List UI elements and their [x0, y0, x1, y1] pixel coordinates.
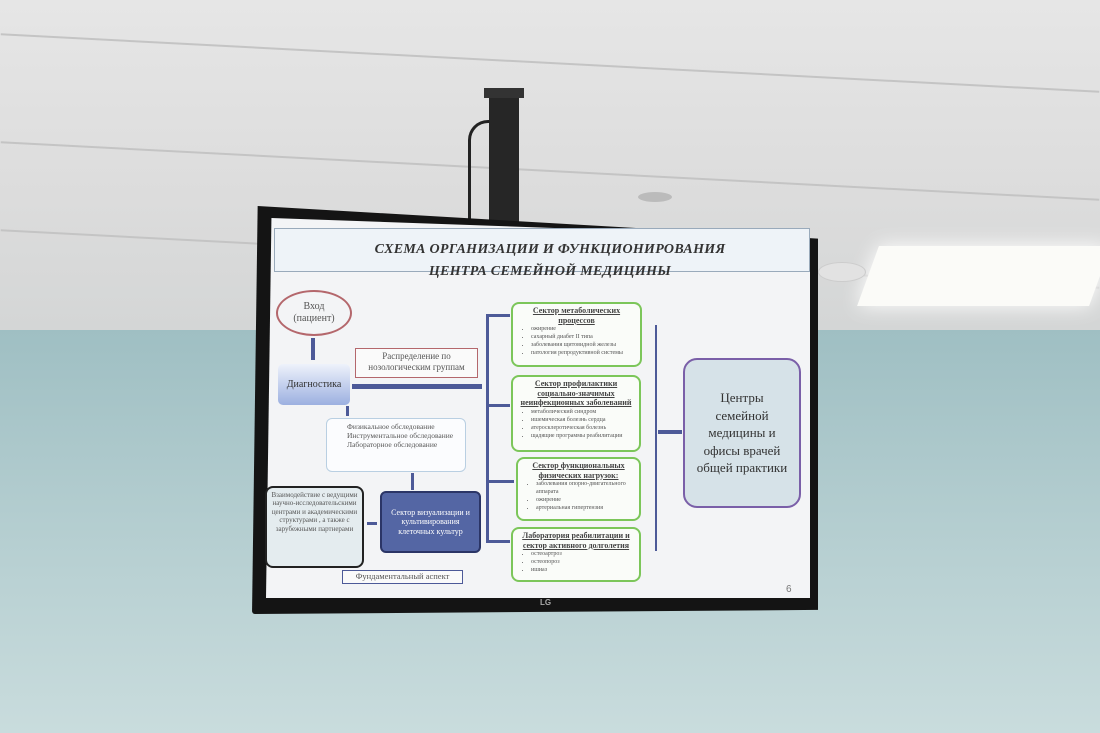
entry-ellipse: Вход (пациент)	[276, 290, 352, 336]
sector-item: ожирение	[531, 325, 634, 333]
arrow	[411, 473, 414, 490]
exam-item: Лабораторное обследование	[347, 440, 438, 449]
tv-mount-cap	[484, 88, 524, 98]
family-medicine-centers-box: Центры семейной медицины и офисы врачей …	[683, 358, 801, 508]
exam-item: Физикальное обследование	[347, 422, 435, 431]
sector-item: метаболический синдром	[531, 408, 633, 416]
sector-title: Лаборатория реабилитации и сектор активн…	[522, 531, 630, 550]
sector-item: сахарный диабет II типа	[531, 333, 634, 341]
sector-title: Сектор метаболических процессов	[532, 306, 621, 325]
arrow	[486, 480, 514, 483]
sector-item: ишемическая болезнь сердца	[531, 416, 633, 424]
fundamental-aspect-box: Фундаментальный аспект	[342, 570, 463, 584]
sector-box: Сектор профилактики социально-значимых н…	[511, 375, 641, 452]
arrow	[486, 314, 510, 317]
arrow	[367, 522, 377, 525]
sector-item: заболевания опорно-двигательного аппарат…	[536, 480, 633, 496]
distribution-box: Распределение по нозологическим группам	[355, 348, 478, 378]
arrow	[352, 384, 482, 389]
cable	[468, 120, 492, 220]
page-number: 6	[786, 584, 792, 595]
arrow	[486, 540, 510, 543]
interaction-box: Взаимодействие с ведущими научно-исследо…	[265, 486, 364, 568]
visualization-sector-box: Сектор визуализации и культивирования кл…	[380, 491, 481, 553]
sector-item: атеросклеротическая болезнь	[531, 424, 633, 432]
tv-brand-logo: LG	[540, 598, 552, 607]
arrow	[346, 406, 349, 416]
sprinkler	[638, 192, 672, 202]
sector-item: заболевания щитовидной железы	[531, 341, 634, 349]
slide-title-line1: СХЕМА ОРГАНИЗАЦИИ И ФУНКЦИОНИРОВАНИЯ	[374, 242, 726, 257]
sector-item: ишиаз	[531, 566, 633, 574]
arrow	[658, 430, 682, 434]
sector-item: артериальная гипертензия	[536, 504, 633, 512]
diagnostics-box: Диагностика	[278, 364, 350, 405]
sector-item: остеопороз	[531, 558, 633, 566]
tv-mount-pole	[489, 88, 519, 223]
sector-box: Лаборатория реабилитации и сектор активн…	[511, 527, 641, 582]
sector-item: щадящие программы реабилитации	[531, 432, 633, 440]
sector-title: Сектор функциональных физических нагрузо…	[532, 461, 625, 480]
connector-line	[486, 314, 489, 542]
arrow	[311, 338, 315, 360]
slide-title-line2: ЦЕНТРА СЕМЕЙНОЙ МЕДИЦИНЫ	[428, 264, 672, 279]
sector-title: Сектор профилактики социально-значимых н…	[520, 379, 632, 408]
sector-box: Сектор функциональных физических нагрузо…	[516, 457, 641, 521]
sector-item: остеоартроз	[531, 550, 633, 558]
exam-item: Инструментальное обследование	[347, 431, 454, 440]
smoke-detector	[818, 262, 866, 282]
arrow	[486, 404, 510, 407]
ceiling-light	[857, 246, 1100, 306]
sector-box: Сектор метаболических процессов ожирение…	[511, 302, 642, 367]
title-band	[274, 228, 810, 272]
sector-item: патология репродуктивной системы	[531, 349, 634, 357]
connector-line	[655, 325, 657, 551]
exams-box: Физикальное обследование Инструментально…	[326, 418, 466, 472]
sector-item: ожирение	[536, 496, 633, 504]
